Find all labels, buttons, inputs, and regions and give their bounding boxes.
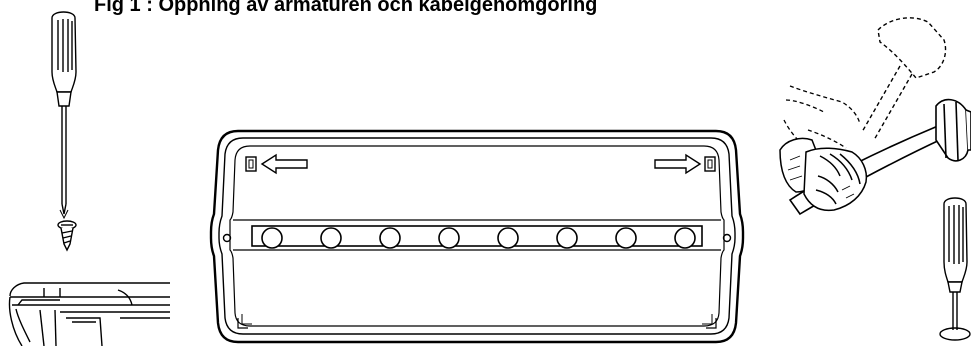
knockout-holes [261,227,696,249]
knockout-hole [379,227,401,249]
knockout-hole [674,227,696,249]
luminaire-housing-front-icon [209,129,745,344]
left-screwdriver-icon [51,11,77,220]
luminaire-housing-side-icon [8,282,170,346]
hand-gripping-icon [779,137,868,212]
arrow-left-icon [260,153,308,175]
knockout-hole [261,227,283,249]
arrow-right-icon [654,153,702,175]
hammer-raised-dashed-icon [861,17,947,141]
knockout-hole [497,227,519,249]
knockout-hole [556,227,578,249]
knockout-hole [615,227,637,249]
right-screwdriver-icon [939,197,971,341]
figure-title: Fig 1 : Öppning av armaturen och kabelge… [94,0,598,16]
knockout-hole [320,227,342,249]
knockout-hole [438,227,460,249]
screw-icon [57,220,77,252]
